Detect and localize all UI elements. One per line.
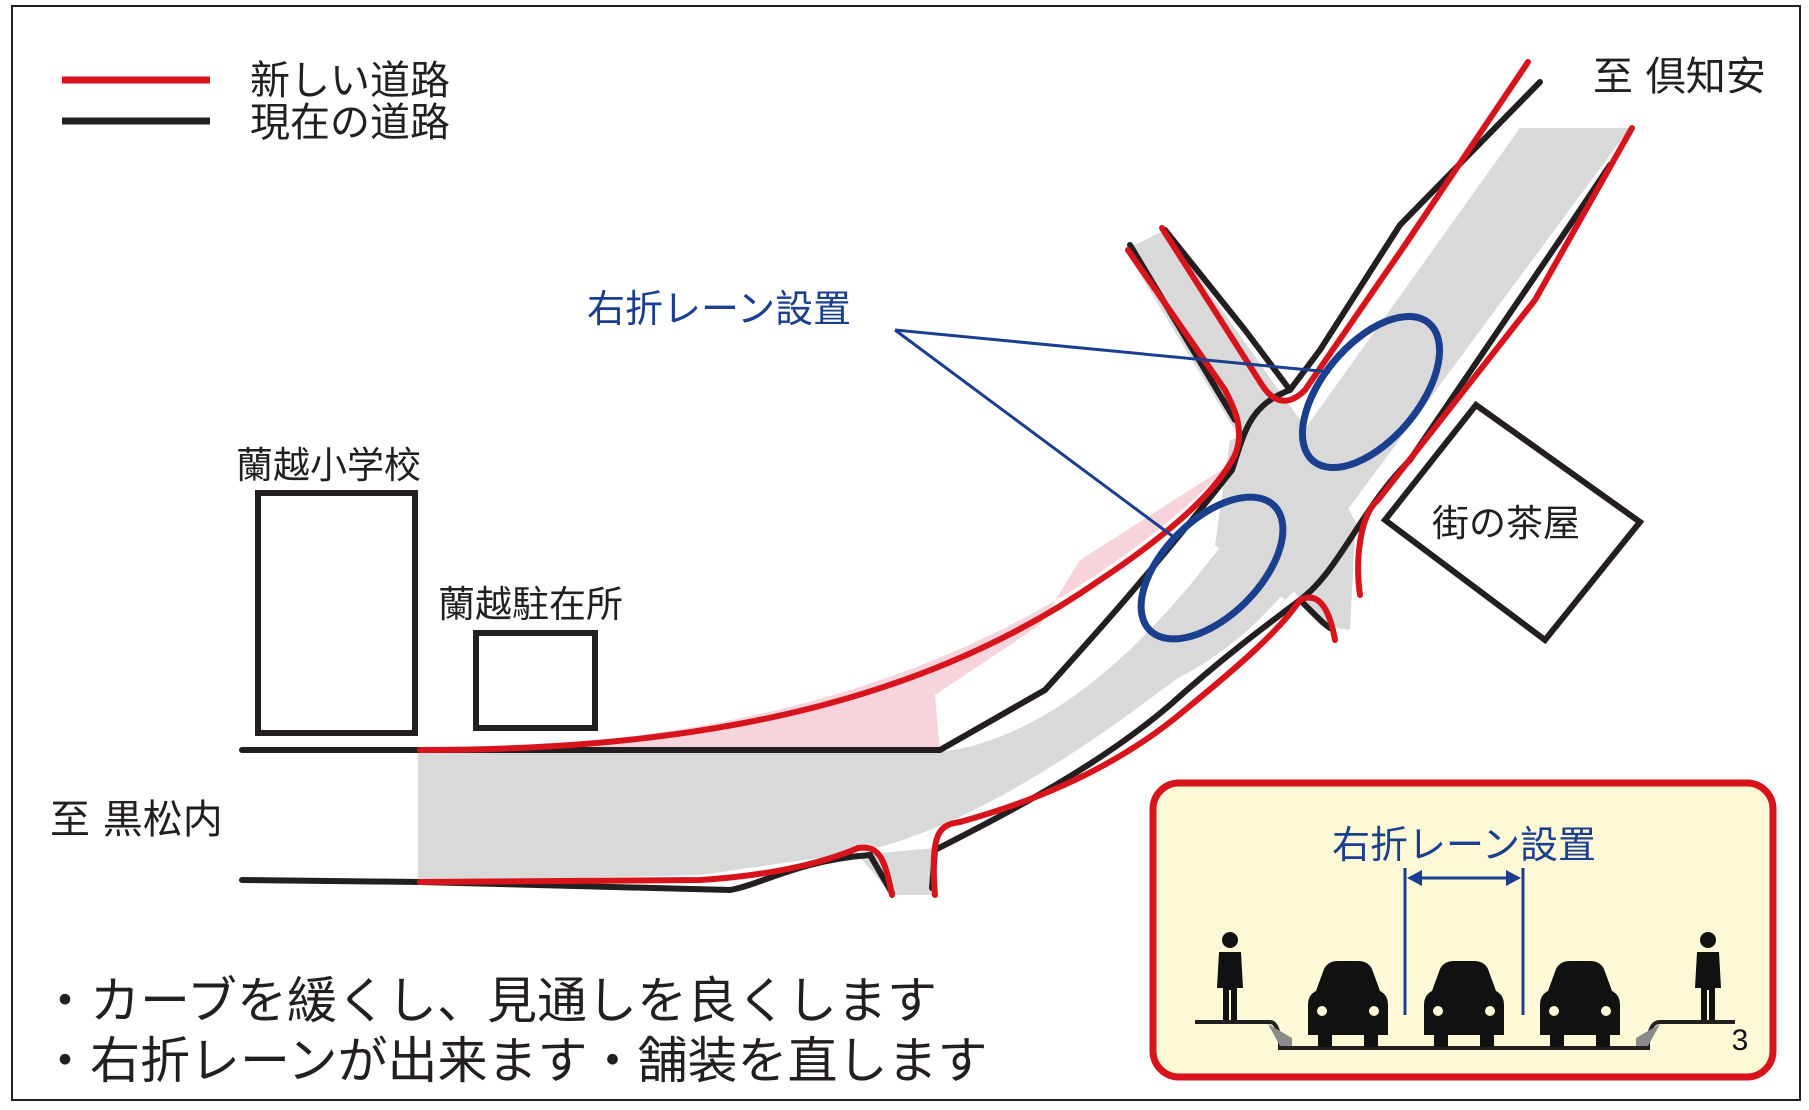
annotation-leaders	[894, 328, 1331, 540]
tea-house-building	[1380, 400, 1645, 645]
right-turn-lane-north	[1298, 312, 1444, 472]
new-south-edge-east	[930, 594, 1338, 898]
police-box-building	[473, 630, 598, 731]
leader-north	[894, 328, 1331, 374]
buildings	[255, 400, 1645, 736]
school-building	[255, 490, 418, 736]
new-ne-east-edge	[1355, 125, 1635, 598]
bullet-curve: ・カーブを緩くし、見通しを良くします	[40, 972, 937, 1030]
new-north-edge	[417, 452, 1238, 753]
inset-label: 右折レーン設置	[1332, 823, 1596, 867]
tea-house-label: 街の茶屋	[1432, 502, 1580, 545]
destination-west: 至 黒松内	[50, 797, 223, 843]
current-side-nw-east	[1162, 227, 1293, 393]
current-side-se-west	[1297, 597, 1333, 631]
cross-section-inset: 右折レーン設置	[1149, 779, 1777, 1081]
legend-new-road-label: 新しい道路	[250, 58, 450, 104]
page-number: 3	[1732, 1024, 1749, 1057]
dimension-arrow-right	[1506, 870, 1521, 886]
right-turn-lane-south	[1137, 493, 1287, 643]
curb-right	[1636, 1024, 1660, 1046]
curb-left	[1268, 1024, 1292, 1046]
new-south-edge	[417, 844, 895, 898]
leader-south	[894, 328, 1176, 540]
right-turn-lanes	[1137, 312, 1444, 643]
dimension-arrow-left	[1407, 870, 1422, 886]
new-road-edges	[417, 59, 1635, 898]
destination-north-east: 至 倶知安	[1593, 54, 1766, 100]
current-south-edge-east	[932, 597, 1303, 853]
current-road-edges	[239, 79, 1613, 896]
current-south-edge	[239, 852, 873, 893]
legend: 新しい道路 現在の道路	[62, 58, 450, 146]
page-frame	[11, 5, 1801, 1101]
new-side-nw-west	[1125, 247, 1243, 458]
new-ne-west-edge	[1159, 59, 1531, 404]
legend-current-road-label: 現在の道路	[250, 100, 450, 146]
road-ground-line	[1195, 1020, 1735, 1050]
school-label: 蘭越小学校	[236, 444, 421, 487]
right-turn-lane-label: 右折レーン設置	[587, 287, 851, 331]
bullet-right-turn: ・右折レーンが出来ます・舗装を直します	[40, 1032, 988, 1090]
police-box-label: 蘭越駐在所	[438, 583, 623, 626]
